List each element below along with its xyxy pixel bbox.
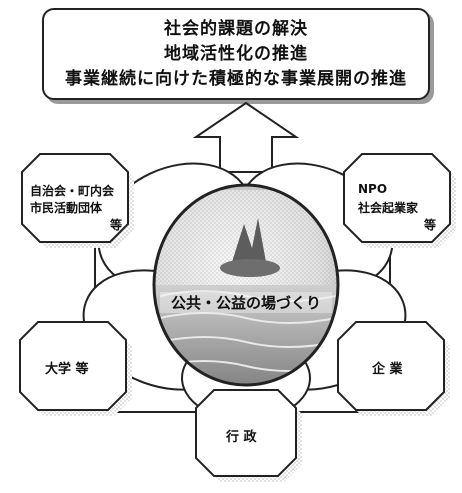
stakeholder-box-top-right <box>343 153 451 243</box>
stakeholder-box-top-left <box>21 153 129 243</box>
top-right-line2: 社会起業家 <box>358 201 419 215</box>
top-right-line1: NPO <box>358 182 388 196</box>
goal-line-3: 事業継続に向けた積極的な事業展開の推進 <box>65 68 407 89</box>
top-right-suffix: 等 <box>424 218 437 232</box>
mid-right-label: 企 業 <box>372 362 403 377</box>
bottom-label: 行 政 <box>226 430 257 445</box>
stakeholder-box-mid-left <box>19 321 127 411</box>
mid-left-label: 大学 等 <box>45 362 89 377</box>
top-left-line2: 市民活動団体 <box>30 201 103 215</box>
top-left-suffix: 等 <box>110 218 123 232</box>
stakeholder-box-mid-right <box>337 321 445 411</box>
upward-arrow <box>192 101 300 173</box>
center-label: 公共・公益の場づくり <box>160 292 332 313</box>
goal-box: 社会的課題の解決 地域活性化の推進 事業継続に向けた積極的な事業展開の推進 <box>42 8 430 100</box>
goal-line-2: 地域活性化の推進 <box>164 43 308 64</box>
stakeholder-box-bottom <box>195 389 297 477</box>
center-sphere <box>152 183 340 387</box>
goal-line-1: 社会的課題の解決 <box>164 18 308 39</box>
top-left-line1: 自治会・町内会 <box>30 184 115 198</box>
